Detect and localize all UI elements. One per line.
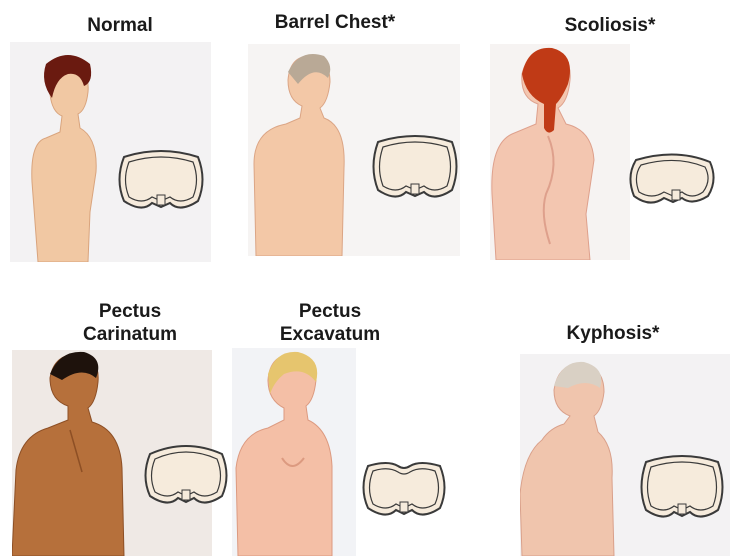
- cross-section-kyphosis: [636, 450, 728, 524]
- label-normal: Normal: [60, 14, 180, 37]
- cross-section-normal: [114, 145, 208, 215]
- label-kyphosis: Kyphosis*: [548, 322, 678, 345]
- figure-pectus-excavatum: [232, 348, 356, 556]
- cross-section-scoliosis: [626, 146, 720, 210]
- label-pectus-excavatum: Pectus Excavatum: [260, 300, 400, 346]
- label-barrel-chest: Barrel Chest*: [255, 11, 415, 34]
- figure-scoliosis: [490, 44, 630, 260]
- label-scoliosis: Scoliosis*: [540, 14, 680, 37]
- label-pectus-carinatum: Pectus Carinatum: [60, 300, 200, 346]
- cross-section-barrel-chest: [368, 130, 462, 204]
- cross-section-pectus-excavatum: [358, 456, 450, 520]
- cross-section-pectus-carinatum: [140, 440, 232, 510]
